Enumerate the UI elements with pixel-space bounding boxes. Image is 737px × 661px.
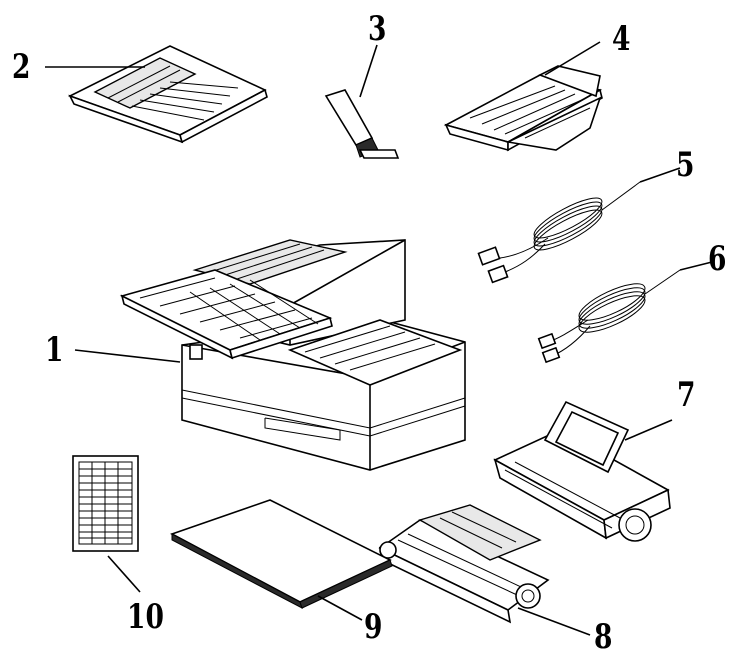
part-number-10: 10 bbox=[127, 597, 164, 637]
telephone-cord-icon bbox=[537, 269, 681, 364]
leader-line-8 bbox=[517, 607, 591, 636]
document-tray-icon bbox=[67, 45, 268, 144]
fax-machine-icon bbox=[119, 239, 466, 471]
leader-line-10 bbox=[107, 555, 141, 593]
label-sheet-icon bbox=[72, 455, 139, 552]
leader-line-4 bbox=[544, 41, 601, 76]
manual-booklet-icon bbox=[170, 499, 393, 610]
part-number-1: 1 bbox=[45, 330, 64, 370]
leader-line-1 bbox=[74, 349, 181, 363]
part-number-6: 6 bbox=[708, 239, 727, 279]
drum-unit-icon bbox=[378, 504, 550, 624]
part-number-7: 7 bbox=[677, 375, 696, 415]
part-number-9: 9 bbox=[364, 607, 383, 647]
toner-cartridge-icon bbox=[493, 400, 671, 542]
part-number-2: 2 bbox=[12, 47, 31, 87]
leader-line-6 bbox=[679, 261, 713, 271]
output-tray-icon bbox=[443, 65, 603, 152]
part-number-5: 5 bbox=[676, 145, 695, 185]
part-number-8: 8 bbox=[594, 617, 613, 657]
power-cord-icon bbox=[477, 181, 641, 284]
leader-line-7 bbox=[624, 419, 673, 441]
leader-line-9 bbox=[317, 595, 363, 621]
leader-line-3 bbox=[359, 44, 378, 98]
paper-guide-icon bbox=[324, 89, 400, 159]
part-number-3: 3 bbox=[368, 9, 387, 49]
part-number-4: 4 bbox=[612, 19, 631, 59]
leader-line-5 bbox=[639, 167, 681, 183]
